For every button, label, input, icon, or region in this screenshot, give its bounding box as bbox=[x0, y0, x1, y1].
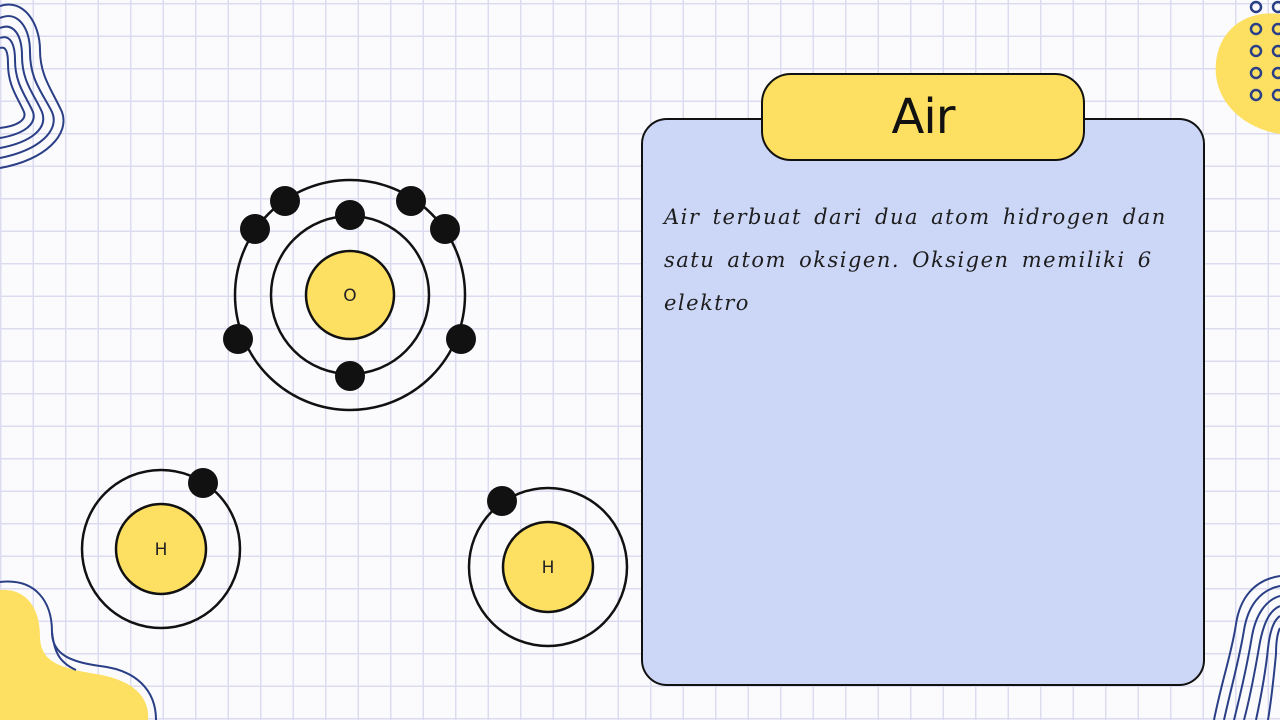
oxygen-nucleus bbox=[304, 249, 396, 341]
oxygen-inner-electron bbox=[335, 361, 365, 391]
oxygen-outer-electron bbox=[430, 214, 460, 244]
oxygen-outer-electron bbox=[223, 324, 253, 354]
hydrogen-symbol: H bbox=[542, 558, 555, 578]
dots-blob-decoration-top-right bbox=[1215, 0, 1280, 134]
hydrogen-electron bbox=[188, 468, 218, 498]
hydrogen-atom-right: H bbox=[467, 486, 629, 648]
title-tab: Air bbox=[761, 73, 1085, 161]
wave-lines-decoration-bottom-right bbox=[1213, 575, 1280, 720]
oxygen-inner-electron bbox=[335, 200, 365, 230]
oxygen-outer-electron bbox=[240, 214, 270, 244]
blob-decoration-bottom-left bbox=[0, 580, 157, 720]
info-card bbox=[641, 118, 1205, 686]
page-title: Air bbox=[891, 89, 956, 145]
hydrogen-electron bbox=[487, 486, 517, 516]
oxygen-outer-electron bbox=[270, 186, 300, 216]
hydrogen-shell bbox=[80, 468, 242, 630]
hydrogen-atom-left: H bbox=[80, 468, 242, 630]
body-text: Air terbuat dari dua atom hidrogen dan s… bbox=[664, 205, 1167, 315]
oxygen-outer-electron bbox=[446, 324, 476, 354]
hydrogen-shell bbox=[467, 486, 629, 648]
wave-lines-decoration-top-left bbox=[0, 3, 65, 169]
oxygen-outer-shell bbox=[233, 178, 467, 412]
hydrogen-nucleus bbox=[114, 502, 208, 596]
oxygen-symbol: O bbox=[343, 286, 356, 306]
oxygen-outer-electron bbox=[396, 186, 426, 216]
hydrogen-symbol: H bbox=[155, 540, 168, 560]
oxygen-atom: O bbox=[223, 178, 476, 412]
hydrogen-nucleus bbox=[501, 520, 595, 614]
atom-diagram: O H H bbox=[80, 178, 629, 648]
